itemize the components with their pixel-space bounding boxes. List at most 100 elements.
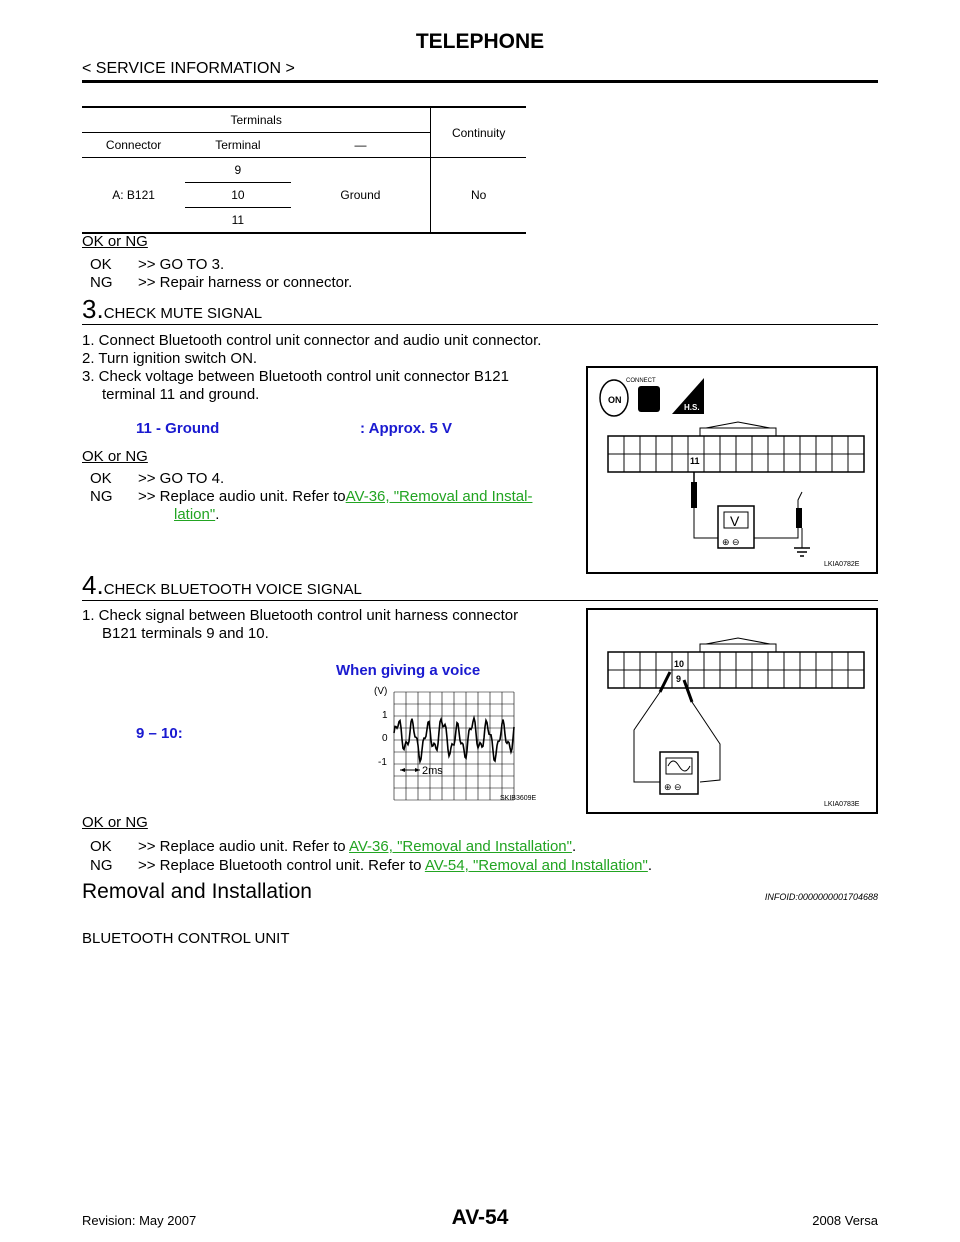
connector-cavity <box>767 669 785 689</box>
ok-text: >> GO TO 4. <box>138 470 225 487</box>
connector-cavity <box>639 453 657 473</box>
figure-code: SKIB3609E <box>500 795 537 802</box>
ok-or-ng-label: OK or NG <box>82 814 148 831</box>
arrow-left-icon <box>400 768 405 772</box>
waveform-graph: (V) 1 0 -1 2ms SKIB3609E <box>374 686 537 802</box>
removal-link[interactable]: lation" <box>174 506 216 523</box>
ng-label: NG <box>90 488 113 505</box>
connector-cavity <box>751 651 769 671</box>
probe-wire <box>691 701 721 783</box>
wave-y-tick: 0 <box>382 733 388 744</box>
connector-cavity <box>847 435 865 455</box>
connector-cavity <box>783 453 801 473</box>
step-heading: 4.CHECK BLUETOOTH VOICE SIGNAL <box>82 570 362 601</box>
ng-text-cont: lation". <box>174 506 219 523</box>
pin-9-label: 9 <box>676 674 681 684</box>
ok-text: >> GO TO 3. <box>138 256 225 273</box>
connector-cavity <box>623 435 641 455</box>
connector-cavity <box>831 453 849 473</box>
header-rule <box>82 80 878 83</box>
ng-text: >> Replace audio unit. Refer toAV-36, "R… <box>138 488 532 505</box>
connector-diagram: ON CONNECT H.S. 11 V ⊕ ⊖ LKIA0782E <box>599 378 865 568</box>
ng-text: >> Replace Bluetooth control unit. Refer… <box>138 857 652 874</box>
connector-cavity <box>607 669 625 689</box>
connector-cavity <box>655 435 673 455</box>
connector-cavity <box>671 453 689 473</box>
step-number: 3. <box>82 294 104 324</box>
connector-cavity <box>719 669 737 689</box>
connector-cavity <box>687 669 705 689</box>
connector-cavity <box>655 651 673 671</box>
harness-side-icon <box>672 378 704 414</box>
wave-y-tick: 1 <box>382 710 388 721</box>
connector-cavity <box>735 435 753 455</box>
connector-cavity <box>767 435 785 455</box>
wave-unit: (V) <box>374 686 387 697</box>
connector-cavity <box>847 669 865 689</box>
connector-cavity <box>815 669 833 689</box>
connector-cavity <box>703 651 721 671</box>
step-title: CHECK MUTE SIGNAL <box>103 305 263 322</box>
subsection-title: BLUETOOTH CONTROL UNIT <box>82 930 290 947</box>
spec-terminal: 11 - Ground <box>136 420 220 437</box>
probe-tip <box>682 679 694 703</box>
step-item: 1. Connect Bluetooth control unit connec… <box>82 332 542 349</box>
connector-cavity <box>735 651 753 671</box>
removal-link[interactable]: AV-54, "Removal and Installation" <box>424 857 648 874</box>
model-label: 2008 Versa <box>812 1213 878 1228</box>
removal-link[interactable]: AV-36, "Removal and Installation" <box>348 838 572 855</box>
connector-cavity <box>703 453 721 473</box>
removal-link[interactable]: AV-36, "Removal and Instal- <box>345 488 533 505</box>
ground-wire <box>754 491 803 539</box>
ok-label: OK <box>90 256 112 273</box>
connector-diagram: 10 9 ⊕ ⊖ LKIA0783E <box>607 637 865 808</box>
connector-cavity <box>639 651 657 671</box>
pin-11-label: 11 <box>690 456 700 466</box>
connector-cavity <box>799 651 817 671</box>
connector-cavity <box>735 669 753 689</box>
connector-cavity <box>783 435 801 455</box>
connector-cavity <box>783 669 801 689</box>
connector-cavity <box>767 453 785 473</box>
figure-code: LKIA0783E <box>824 801 860 808</box>
connector-cavity <box>799 669 817 689</box>
connector-cavity <box>671 435 689 455</box>
connector-figure-voice: 10 9 ⊕ ⊖ LKIA0783E <box>586 608 878 814</box>
section-title: Removal and Installation <box>82 880 312 903</box>
connector-cavity <box>783 651 801 671</box>
figure-code: LKIA0782E <box>824 561 860 568</box>
ok-or-ng-label: OK or NG <box>82 448 148 465</box>
continuity-table: Terminals Continuity Connector Terminal … <box>82 106 526 234</box>
ignition-key-icon <box>599 379 629 417</box>
probe-wire <box>693 508 718 539</box>
ng-label: NG <box>90 274 113 291</box>
connector-cavity <box>719 651 737 671</box>
revision-label: Revision: May 2007 <box>82 1213 197 1228</box>
connector-cavity <box>607 435 625 455</box>
connector-cavity <box>623 651 641 671</box>
oscilloscope-display <box>665 757 693 775</box>
step-item: terminal 11 and ground. <box>102 386 260 403</box>
sine-wave-icon <box>667 760 691 772</box>
continuity-cell: No <box>430 157 526 234</box>
spec-value: : Approx. 5 V <box>360 420 452 437</box>
dash-header: — <box>290 132 431 158</box>
ng-label: NG <box>90 857 113 874</box>
connector-cavity <box>735 453 753 473</box>
plus-minus-terminal-icon: ⊕ ⊖ <box>664 782 682 792</box>
oscilloscope <box>659 751 699 795</box>
step-rule <box>82 324 878 325</box>
connector-cavity <box>639 435 657 455</box>
ng-text-main: >> Replace audio unit. Refer to <box>138 488 346 505</box>
step-rule <box>82 600 878 601</box>
connect-label: CONNECT <box>626 378 656 384</box>
probe-wire <box>633 691 661 783</box>
step-item: 3. Check voltage between Bluetooth contr… <box>82 368 509 385</box>
connector-cavity <box>751 435 769 455</box>
connector-cavity <box>623 669 641 689</box>
connector-cavity <box>815 435 833 455</box>
connector-icon <box>638 386 660 412</box>
period: . <box>571 838 577 855</box>
page-title: TELEPHONE <box>415 30 545 53</box>
period: . <box>215 506 220 523</box>
